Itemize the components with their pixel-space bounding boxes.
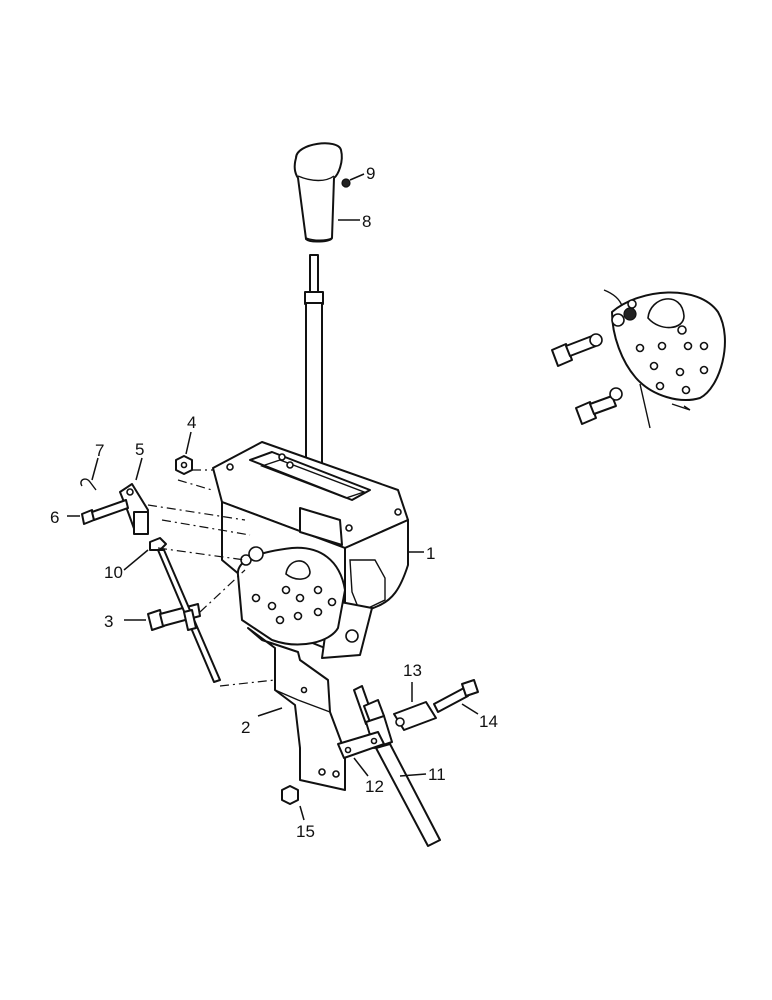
callout-14: 14 — [479, 712, 498, 731]
callout-15: 15 — [296, 822, 315, 841]
control-rod — [157, 549, 221, 683]
knob-set-screw — [341, 178, 351, 188]
swivel-13 — [393, 701, 437, 731]
screw-14 — [433, 679, 479, 713]
callout-4: 4 — [187, 413, 196, 432]
spring-clip-7 — [80, 478, 97, 491]
callout-13: 13 — [403, 661, 422, 680]
cable-clamp-12 — [337, 731, 385, 759]
clevis-pin-6 — [81, 499, 129, 525]
lower-bracket — [247, 627, 346, 791]
leader-lines — [67, 173, 479, 821]
callout-1: 1 — [426, 544, 435, 563]
shift-knob — [293, 142, 343, 243]
callout-12: 12 — [365, 777, 384, 796]
callout-10: 10 — [104, 563, 123, 582]
jam-nut-10 — [149, 537, 167, 551]
shift-bracket — [212, 441, 409, 659]
nut-15 — [281, 785, 299, 805]
callout-6: 6 — [50, 508, 59, 527]
callout-11: 11 — [428, 765, 446, 784]
callout-7: 7 — [95, 441, 104, 460]
nut-4 — [175, 455, 193, 475]
callout-5: 5 — [135, 440, 144, 459]
alignment-line — [147, 504, 246, 521]
alignment-line — [199, 569, 246, 613]
callout-3: 3 — [104, 612, 113, 631]
callout-8: 8 — [362, 212, 371, 231]
alignment-line — [177, 479, 213, 491]
inset-plate-detail — [551, 289, 726, 429]
callout-2: 2 — [241, 718, 250, 737]
alignment-line — [157, 547, 246, 561]
alignment-line — [219, 679, 276, 687]
alignment-line — [161, 519, 251, 536]
callout-9: 9 — [366, 164, 375, 183]
clevis-5 — [119, 483, 149, 535]
